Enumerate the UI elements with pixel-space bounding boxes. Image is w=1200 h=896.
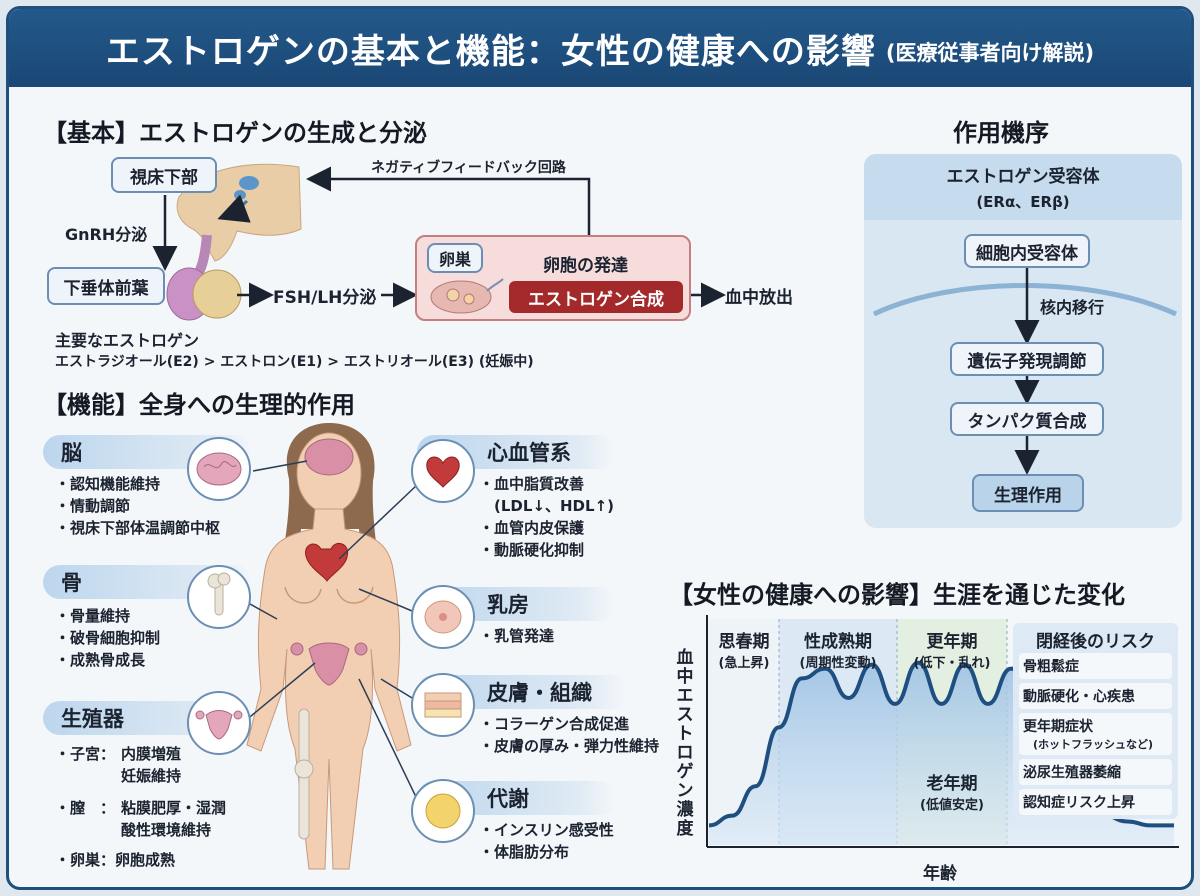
bone-icon [187, 565, 251, 629]
lifespan-heading: 【女性の健康への影響】生涯を通じた変化 [669, 581, 1125, 609]
risk-item: 認知症リスク上昇 [1019, 789, 1172, 815]
neuro-arrow [217, 194, 251, 223]
infographic-frame: エストロゲンの基本と機能：女性の健康への影響 (医療従事者向け解説) 【基本】エ… [6, 6, 1194, 890]
risk-main: 認知症リスク上昇 [1023, 795, 1135, 811]
follicle-label: 卵胞の発達 [543, 256, 628, 276]
stage-name: 更年期 [926, 632, 978, 652]
feedback-arrow [306, 166, 591, 235]
body-illustration [240, 423, 418, 870]
breast-icon [411, 585, 475, 649]
main-estrogen-list: エストラジオール(E2) > エストロン(E1) > エストリオール(E3) (… [55, 354, 534, 370]
mech-step-2: 遺伝子発現調節 [950, 342, 1104, 376]
risk-main: 泌尿生殖器萎縮 [1023, 765, 1121, 781]
uterus-item: 妊娠維持 [121, 767, 182, 785]
cardio-item: 動脈硬化抑制 [479, 539, 614, 561]
mech-step-3: タンパク質合成 [950, 402, 1104, 436]
metabolism-item: 体脂肪分布 [479, 841, 614, 863]
x-axis-label: 年齢 [923, 864, 957, 884]
skin-item: コラーゲン合成促進 [479, 713, 659, 735]
metabolism-item: インスリン感受性 [479, 819, 614, 841]
uterus-label: ・子宮： [55, 745, 116, 763]
release-label: 血中放出 [725, 288, 793, 308]
mech-step-1: 細胞内受容体 [964, 234, 1090, 268]
breast-list: 乳管発達 [479, 625, 554, 647]
cardio-item: 血中脂質改善 [479, 473, 614, 495]
cardio-list: 血中脂質改善 (LDL↓、HDL↑) 血管内皮保護 動脈硬化抑制 [479, 473, 614, 561]
brain-item: 視床下部体温調節中枢 [55, 517, 220, 539]
mechanism-panel: エストロゲン受容体 (ERα、ERβ) 細胞内受容体 核内移行 遺伝子発現調節 … [864, 154, 1182, 528]
stage-note: (低値安定) [920, 798, 984, 813]
mech-step-4: 生理作用 [972, 474, 1084, 512]
vagina-item: 酸性環境維持 [121, 821, 212, 839]
mechanism-arrows [872, 266, 1178, 475]
synthesis-label: エストロゲン合成 [509, 281, 683, 313]
nuclear-label: 核内移行 [1040, 298, 1105, 317]
stage-menopause: 更年期 (低下・乱れ) [901, 627, 1003, 671]
ovary-illustration [430, 278, 504, 314]
bone-item: 破骨細胞抑制 [55, 627, 160, 649]
bone-item: 骨量維持 [55, 605, 160, 627]
heart-icon [411, 439, 475, 503]
y-axis-label: 血中エストロゲン濃度 [676, 648, 694, 839]
cardio-item: (LDL↓、HDL↑) [494, 497, 614, 515]
risk-item: 泌尿生殖器萎縮 [1019, 759, 1172, 785]
page-subtitle: (医療従事者向け解説) [885, 41, 1095, 65]
bone-list: 骨量維持 破骨細胞抑制 成熟骨成長 [55, 605, 160, 671]
basics-heading: 【基本】エストロゲンの生成と分泌 [43, 119, 427, 147]
gnrh-label: GnRH分泌 [65, 225, 148, 244]
stage-note: (低下・乱れ) [913, 656, 991, 671]
stage-senescence: 老年期 (低値安定) [901, 769, 1003, 813]
ovary-box: 卵巣 [427, 243, 483, 273]
pituitary-box: 下垂体前葉 [47, 267, 165, 305]
main-estrogen-label: 主要なエストロゲン [55, 331, 200, 350]
brain-item: 情動調節 [55, 495, 220, 517]
fat-cell-icon [411, 779, 475, 843]
risk-main: 動脈硬化・心疾患 [1023, 689, 1135, 705]
mechanism-heading: 作用機序 [953, 119, 1049, 147]
lifespan-chart [706, 615, 1179, 848]
brain-item: 認知機能維持 [55, 473, 220, 495]
stage-note: (急上昇) [718, 656, 770, 671]
uterus-item: 内膜増殖 [121, 745, 182, 763]
receptor-header: エストロゲン受容体 (ERα、ERβ) [864, 154, 1182, 220]
stage-name: 思春期 [718, 632, 770, 652]
feedback-label: ネガティブフィードバック回路 [371, 160, 566, 176]
cardio-item: 血管内皮保護 [479, 517, 614, 539]
vagina-item: 粘膜肥厚・湿潤 [121, 799, 227, 817]
bone-item: 成熟骨成長 [55, 649, 160, 671]
skin-item: 皮膚の厚み・弾力性維持 [479, 735, 659, 757]
brain-list: 認知機能維持 情動調節 視床下部体温調節中枢 [55, 473, 220, 539]
vagina-label: ・膣 ： [55, 799, 116, 817]
functions-heading: 【機能】全身への生理的作用 [43, 391, 355, 419]
fsh-lh-label: FSH/LH分泌 [273, 288, 377, 308]
breast-item: 乳管発達 [479, 625, 554, 647]
risk-main: 骨粗鬆症 [1023, 659, 1079, 675]
postmenopause-risk-panel: 閉経後のリスク 骨粗鬆症 動脈硬化・心疾患 更年期症状(ホットフラッシュなど) … [1013, 623, 1178, 819]
stage-name: 老年期 [926, 774, 978, 794]
risk-item: 更年期症状 (ホットフラッシュなど) [1019, 713, 1172, 755]
uterus-icon [187, 691, 251, 755]
receptor-title: エストロゲン受容体 [946, 167, 1100, 187]
risk-note: (ホットフラッシュなど) [1033, 738, 1154, 751]
page-title: エストロゲンの基本と機能：女性の健康への影響 [105, 31, 876, 72]
stage-name: 性成熟期 [804, 632, 872, 652]
risk-item: 動脈硬化・心疾患 [1019, 683, 1172, 709]
skin-icon [411, 673, 475, 737]
risk-main: 更年期症状 [1023, 719, 1093, 735]
stage-note: (周期性変動) [799, 656, 877, 671]
receptor-types: (ERα、ERβ) [976, 193, 1070, 211]
skin-list: コラーゲン合成促進 皮膚の厚み・弾力性維持 [479, 713, 659, 757]
nuclear-membrane [872, 283, 1178, 317]
stage-puberty: 思春期 (急上昇) [711, 627, 777, 671]
risk-item: 骨粗鬆症 [1019, 653, 1172, 679]
metabolism-list: インスリン感受性 体脂肪分布 [479, 819, 614, 863]
hypothalamus-box: 視床下部 [111, 157, 217, 193]
ovary-panel: 卵巣 卵胞の発達 エストロゲン合成 [415, 235, 691, 321]
ovary-function-line: ・卵巣：卵胞成熟 [55, 851, 176, 869]
brain-highlight [304, 438, 354, 476]
title-bar: エストロゲンの基本と機能：女性の健康への影響 (医療従事者向け解説) [9, 9, 1191, 87]
stage-maturity: 性成熟期 (周期性変動) [785, 627, 891, 671]
hypothalamus-dot [239, 176, 259, 190]
risk-title: 閉経後のリスク [1036, 632, 1155, 652]
